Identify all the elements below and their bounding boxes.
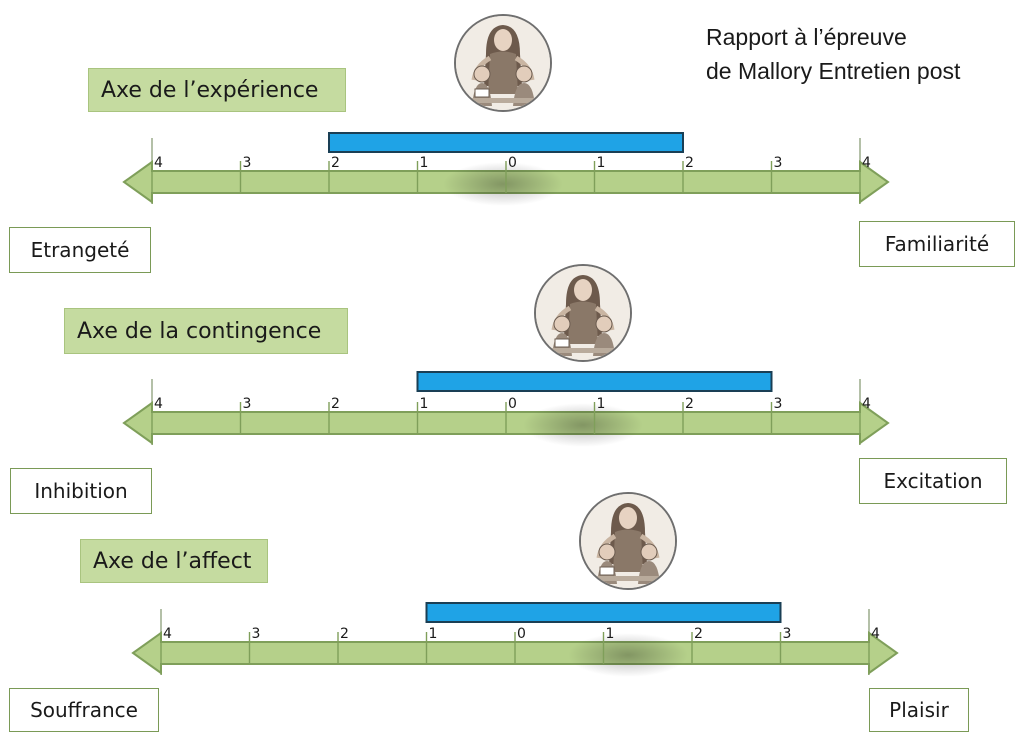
axis-group: 4 3 2 1 0 1 2 3 4 — [122, 132, 890, 206]
tick-label: 4 — [163, 626, 172, 642]
tick-label: 4 — [871, 626, 880, 642]
teacher-with-children-icon — [454, 14, 552, 112]
right-pole-label: Familiarité — [859, 221, 1015, 267]
tick-label: 4 — [862, 155, 871, 171]
tick-label: 0 — [508, 155, 517, 171]
tick-label: 3 — [774, 155, 783, 171]
tick-label: 4 — [862, 396, 871, 412]
tick-label: 0 — [508, 396, 517, 412]
tick-label: 2 — [331, 155, 340, 171]
axis-title-affect: Axe de l’affect — [80, 539, 268, 583]
tick-label: 3 — [783, 626, 792, 642]
range-bar — [425, 602, 782, 623]
tick-label: 1 — [606, 626, 615, 642]
tick-label: 4 — [154, 155, 163, 171]
teacher-with-children-icon — [579, 492, 677, 590]
left-pole-label: Etrangeté — [9, 227, 151, 273]
tick-label: 3 — [774, 396, 783, 412]
tick-label: 2 — [685, 396, 694, 412]
axis-group: 4 3 2 1 0 1 2 3 4 — [131, 602, 899, 677]
medallion-shadow — [523, 403, 643, 447]
tick-label: 3 — [252, 626, 261, 642]
medallion-shadow — [443, 162, 563, 206]
range-bar — [328, 132, 684, 153]
tick-label: 1 — [429, 626, 438, 642]
tick-label: 2 — [331, 396, 340, 412]
teacher-with-children-icon — [534, 264, 632, 362]
tick-label: 2 — [685, 155, 694, 171]
tick-label: 1 — [597, 155, 606, 171]
title-line-1: Rapport à l’épreuve — [706, 24, 907, 50]
range-bar — [416, 371, 773, 392]
tick-label: 4 — [154, 396, 163, 412]
medallion-shadow — [568, 633, 688, 677]
axis-group: 4 3 2 1 0 1 2 3 4 — [122, 371, 890, 447]
tick-label: 1 — [420, 155, 429, 171]
tick-label: 3 — [243, 396, 252, 412]
tick-label: 2 — [694, 626, 703, 642]
axis-title-experience: Axe de l’expérience — [88, 68, 346, 112]
right-pole-label: Plaisir — [869, 688, 969, 732]
title-line-2: de Mallory Entretien post — [706, 58, 961, 84]
axis-title-contingence: Axe de la contingence — [64, 308, 348, 354]
right-pole-label: Excitation — [859, 458, 1007, 504]
tick-label: 0 — [517, 626, 526, 642]
tick-label: 1 — [597, 396, 606, 412]
tick-label: 2 — [340, 626, 349, 642]
left-pole-label: Inhibition — [10, 468, 152, 514]
tick-label: 1 — [420, 396, 429, 412]
tick-label: 3 — [243, 155, 252, 171]
